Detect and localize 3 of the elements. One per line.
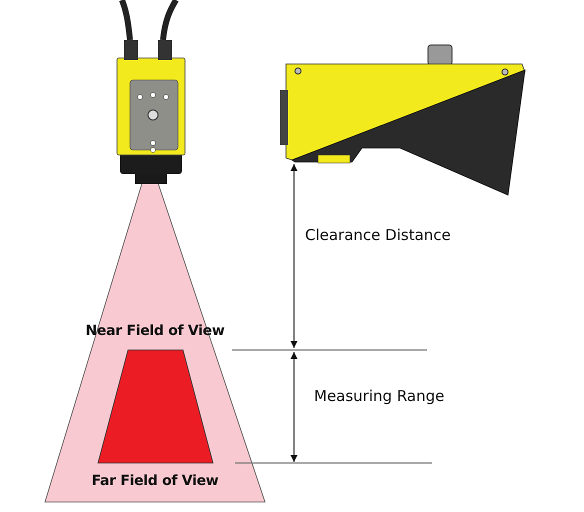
dimension-label: Measuring Range bbox=[314, 387, 444, 405]
dimension-label: Clearance Distance bbox=[305, 226, 451, 244]
field-of-view-label: Far Field of View bbox=[92, 472, 218, 490]
